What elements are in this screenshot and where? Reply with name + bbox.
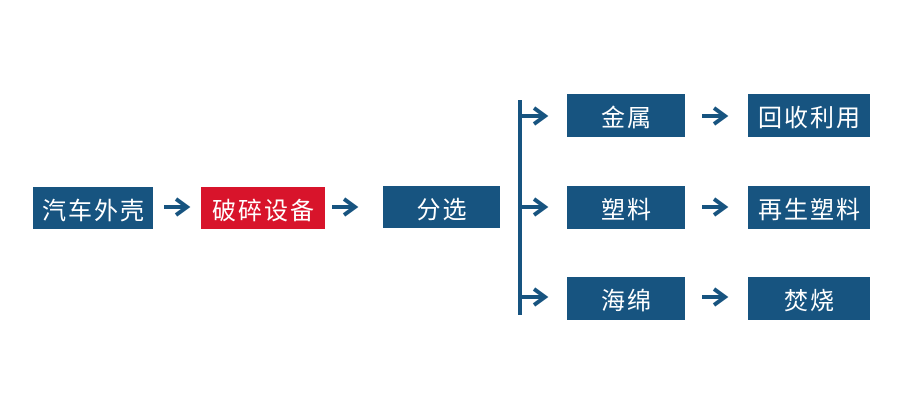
arrow-right-icon <box>701 285 729 309</box>
arrow-right-icon <box>521 195 549 219</box>
outcome-box-incineration: 焚烧 <box>748 277 870 320</box>
material-box-sponge: 海绵 <box>567 277 685 320</box>
crusher-box: 破碎设备 <box>201 187 325 229</box>
arrow-right-icon <box>521 104 549 128</box>
outcome-box-recycled-plastic: 再生塑料 <box>748 186 870 229</box>
arrow-right-icon <box>331 195 359 219</box>
arrow-right-icon <box>163 195 191 219</box>
arrow-right-icon <box>701 195 729 219</box>
outcome-box-recycle: 回收利用 <box>748 94 870 137</box>
branch-connector-line <box>518 100 522 315</box>
material-box-metal: 金属 <box>567 94 685 137</box>
source-box: 汽车外壳 <box>33 187 153 229</box>
material-box-plastic: 塑料 <box>567 186 685 229</box>
arrow-right-icon <box>701 104 729 128</box>
arrow-right-icon <box>521 285 549 309</box>
sorting-box: 分选 <box>383 186 500 228</box>
